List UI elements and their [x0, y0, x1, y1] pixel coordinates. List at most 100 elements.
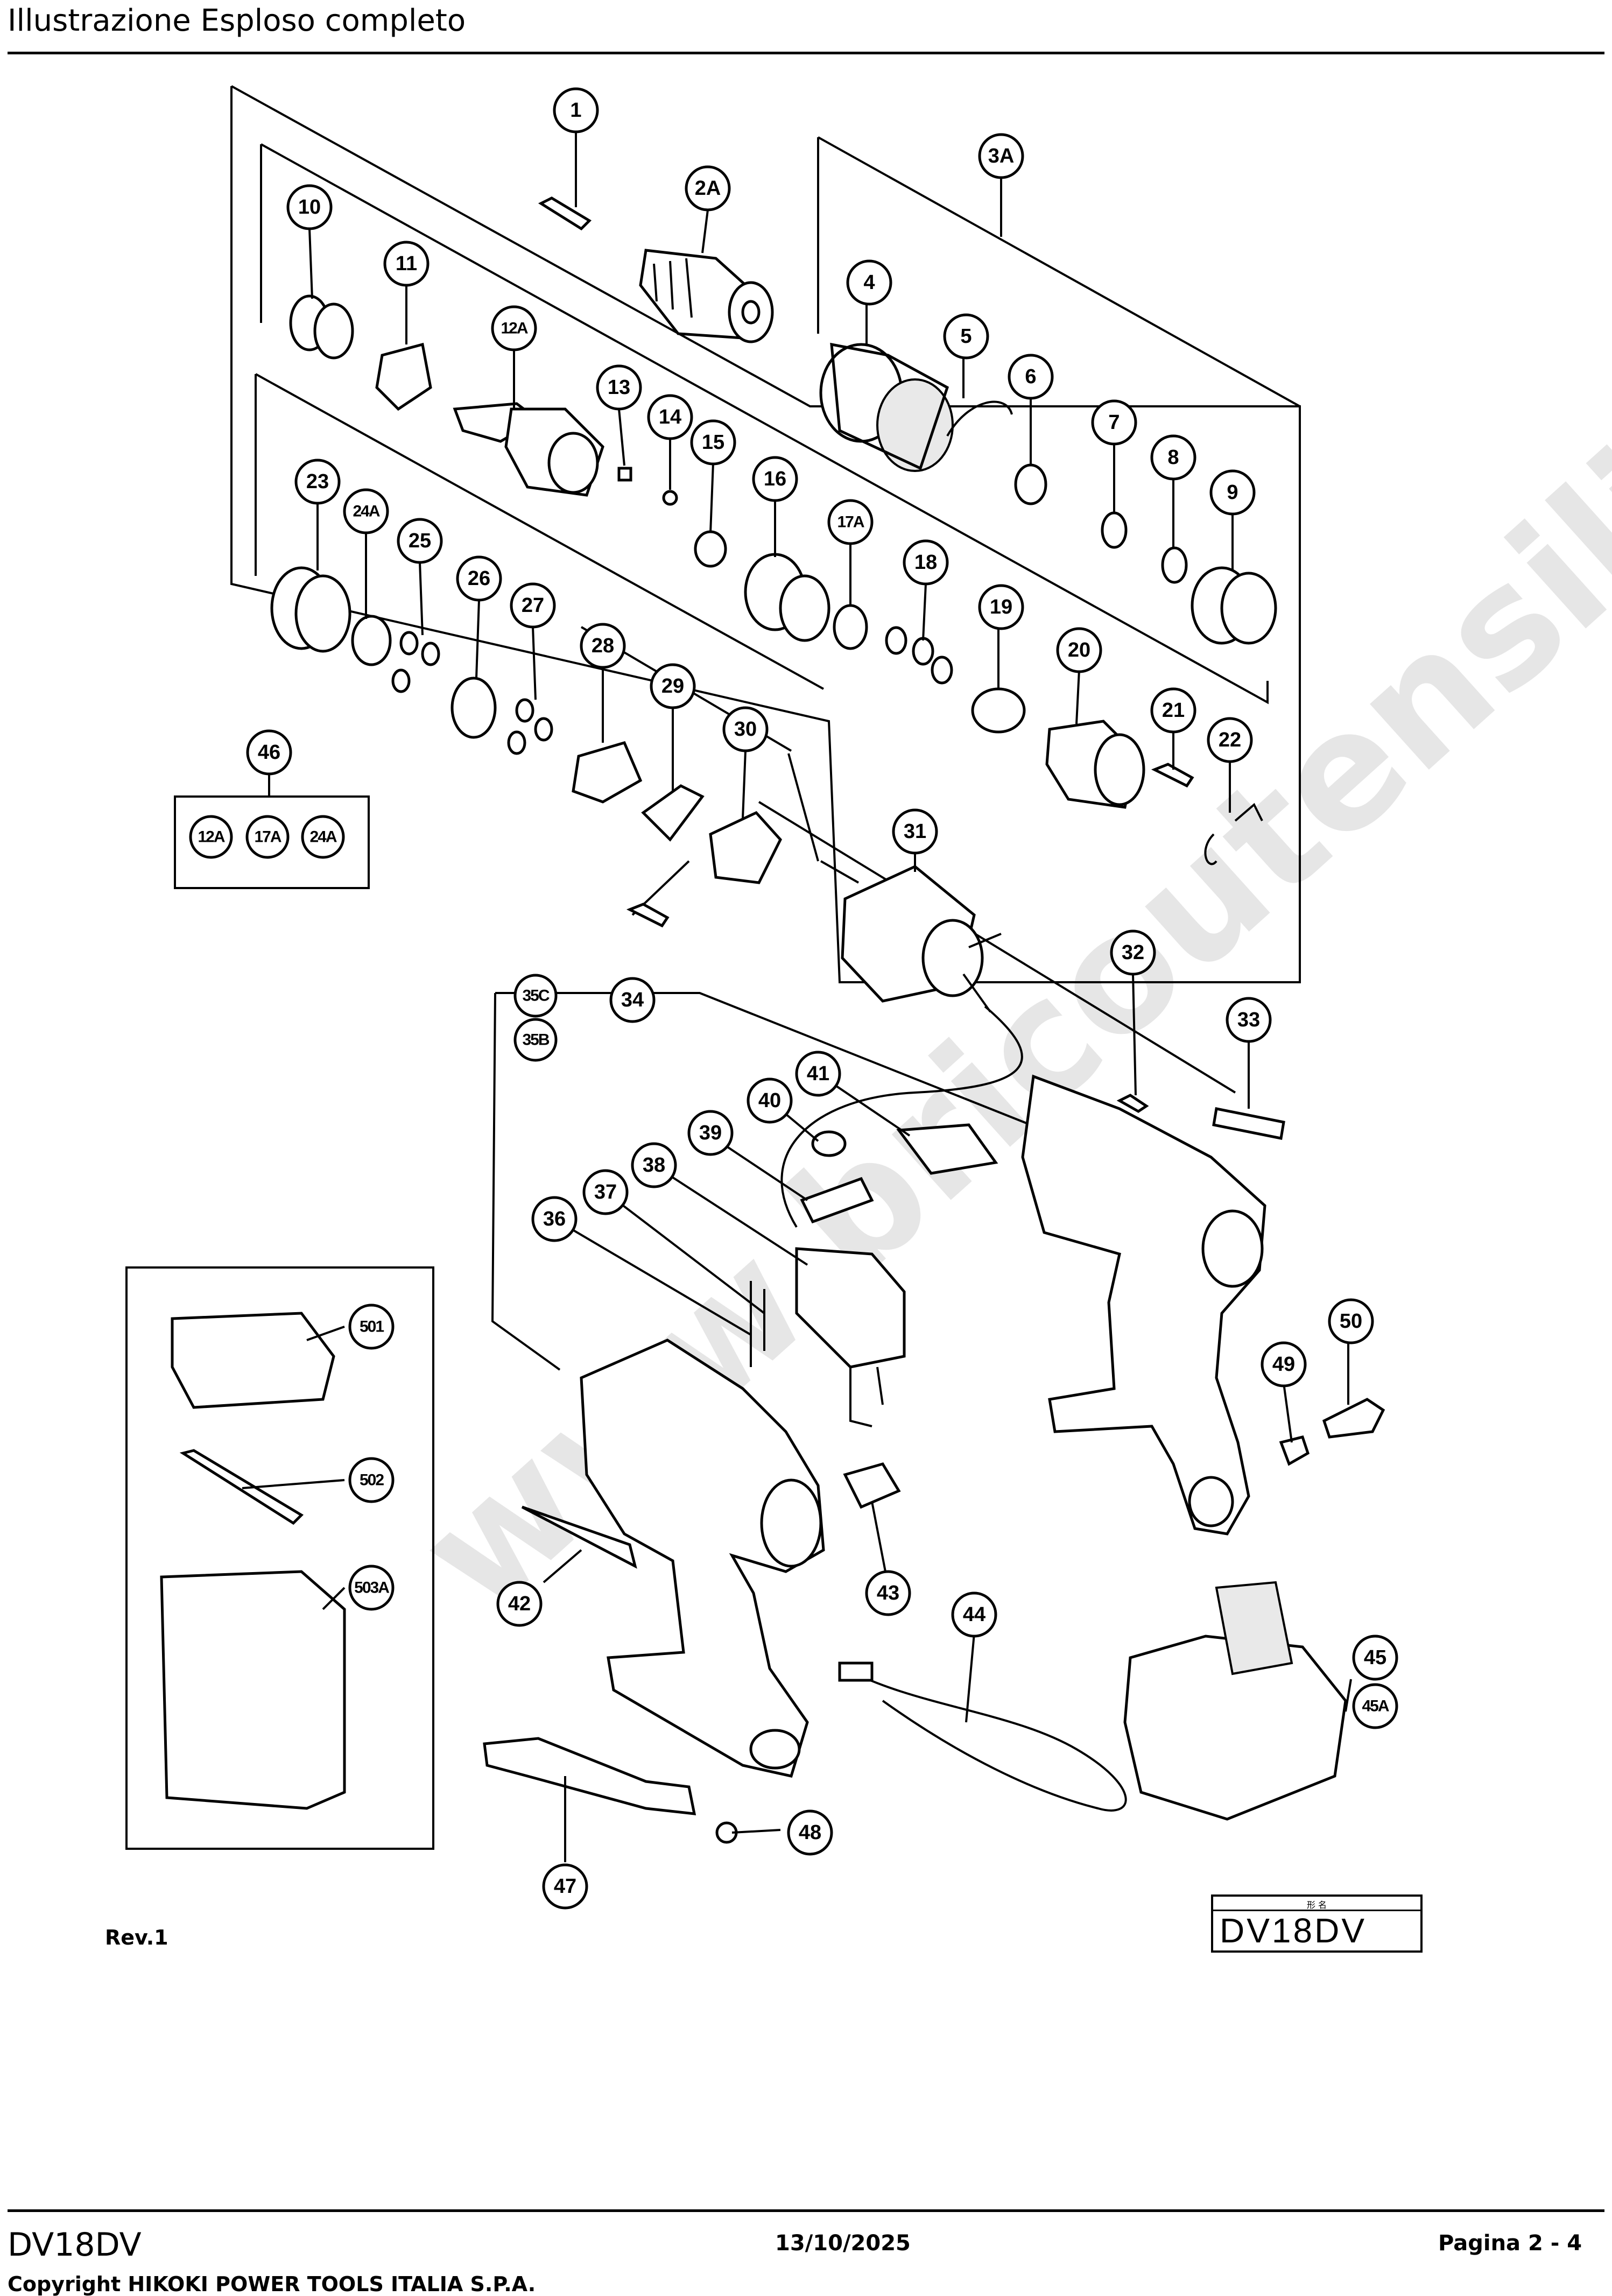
screw-part [1151, 763, 1194, 788]
kit-item-17A[interactable]: 17A [245, 815, 290, 859]
callout-39[interactable]: 39 [687, 1110, 734, 1156]
callout-36[interactable]: 36 [531, 1196, 578, 1242]
callout-45[interactable]: 45 [1352, 1635, 1398, 1681]
callout-22[interactable]: 22 [1207, 717, 1253, 763]
callout-37[interactable]: 37 [582, 1169, 629, 1215]
gear-part [885, 626, 907, 655]
callout-18[interactable]: 18 [903, 539, 949, 586]
callout-11[interactable]: 11 [383, 241, 430, 287]
callout-21[interactable]: 21 [1150, 687, 1196, 734]
callout-12A[interactable]: 12A [491, 305, 537, 351]
svg-text:2A: 2A [695, 177, 721, 200]
callout-48[interactable]: 48 [787, 1809, 833, 1856]
callout-502[interactable]: 502 [348, 1457, 395, 1503]
svg-text:49: 49 [1272, 1353, 1295, 1376]
callout-34[interactable]: 34 [609, 977, 656, 1023]
ring-part [572, 741, 643, 804]
callout-3A[interactable]: 3A [978, 133, 1024, 179]
svg-text:40: 40 [758, 1089, 781, 1112]
svg-text:14: 14 [659, 406, 681, 428]
housing-half-right [1021, 1074, 1266, 1536]
svg-text:6: 6 [1025, 365, 1036, 388]
ring-nut-part [1191, 566, 1277, 645]
callout-1[interactable]: 1 [553, 87, 599, 133]
callout-31[interactable]: 31 [892, 808, 938, 855]
callout-14[interactable]: 14 [647, 394, 693, 440]
callout-45A[interactable]: 45A [1352, 1683, 1398, 1729]
wedge-part [521, 1505, 637, 1569]
callout-28[interactable]: 28 [580, 623, 626, 669]
callout-29[interactable]: 29 [650, 663, 696, 709]
callout-15[interactable]: 15 [690, 419, 736, 466]
callout-47[interactable]: 47 [542, 1863, 588, 1910]
footer-divider [8, 2209, 1604, 2212]
callout-13[interactable]: 13 [596, 364, 642, 411]
callout-16[interactable]: 16 [752, 456, 798, 502]
header-divider [8, 52, 1604, 54]
callout-9[interactable]: 9 [1209, 469, 1256, 516]
svg-text:22: 22 [1219, 729, 1241, 751]
case-part [160, 1570, 346, 1810]
label-part [1212, 1107, 1285, 1140]
callout-10[interactable]: 10 [286, 184, 333, 230]
callout-35B[interactable]: 35B [513, 1018, 558, 1062]
callout-33[interactable]: 33 [1226, 997, 1272, 1043]
svg-text:10: 10 [298, 196, 321, 219]
gear-part [507, 730, 526, 755]
callout-35C[interactable]: 35C [513, 974, 558, 1018]
callout-43[interactable]: 43 [865, 1570, 911, 1616]
svg-text:30: 30 [734, 718, 757, 741]
svg-text:24A: 24A [309, 828, 336, 846]
callout-40[interactable]: 40 [747, 1077, 793, 1124]
callout-23[interactable]: 23 [294, 459, 341, 505]
callout-7[interactable]: 7 [1091, 399, 1137, 446]
callout-42[interactable]: 42 [496, 1581, 543, 1627]
kit-box-46: 12A 17A 24A [174, 772, 370, 889]
carrier-part [833, 604, 868, 650]
callout-24A[interactable]: 24A [343, 488, 389, 534]
callout-2A[interactable]: 2A [685, 165, 731, 212]
callout-46[interactable]: 46 [246, 729, 292, 776]
svg-text:45: 45 [1364, 1646, 1386, 1669]
callout-4[interactable]: 4 [846, 259, 892, 306]
callout-501[interactable]: 501 [348, 1304, 395, 1350]
svg-text:5: 5 [960, 325, 972, 348]
callout-17A[interactable]: 17A [827, 499, 874, 545]
callout-41[interactable]: 41 [795, 1051, 841, 1097]
motor-wires [780, 1005, 1023, 1228]
kit-item-24A[interactable]: 24A [301, 815, 345, 859]
callout-503A[interactable]: 503A [348, 1565, 395, 1611]
gear-part [399, 631, 419, 656]
kit-item-12A[interactable]: 12A [189, 815, 233, 859]
screw-part [626, 903, 670, 928]
callout-44[interactable]: 44 [951, 1591, 997, 1638]
callout-32[interactable]: 32 [1110, 929, 1156, 976]
callout-8[interactable]: 8 [1150, 434, 1196, 481]
screw-part [1322, 1398, 1385, 1439]
housing-cover-part [709, 811, 782, 884]
callout-6[interactable]: 6 [1008, 354, 1054, 400]
gear-part [931, 656, 953, 685]
svg-text:3A: 3A [988, 145, 1015, 167]
washer-part [1101, 511, 1128, 549]
callout-50[interactable]: 50 [1328, 1298, 1374, 1344]
spring-ring-part [313, 302, 354, 360]
charger-part [171, 1312, 335, 1409]
callout-38[interactable]: 38 [631, 1142, 677, 1188]
callout-5[interactable]: 5 [943, 313, 989, 360]
callout-26[interactable]: 26 [456, 555, 502, 602]
clip-part [896, 1123, 998, 1175]
svg-text:26: 26 [468, 567, 490, 590]
gear-part [515, 698, 534, 723]
strap-clip-part [838, 1661, 874, 1682]
gear-part [391, 668, 411, 693]
callout-49[interactable]: 49 [1261, 1341, 1307, 1388]
svg-text:4: 4 [863, 271, 875, 294]
callout-27[interactable]: 27 [510, 582, 556, 629]
callout-19[interactable]: 19 [978, 584, 1024, 630]
callout-25[interactable]: 25 [397, 518, 443, 564]
callout-20[interactable]: 20 [1056, 627, 1102, 673]
callout-30[interactable]: 30 [722, 706, 769, 752]
svg-text:24A: 24A [353, 503, 379, 520]
spindle-part [453, 402, 604, 497]
